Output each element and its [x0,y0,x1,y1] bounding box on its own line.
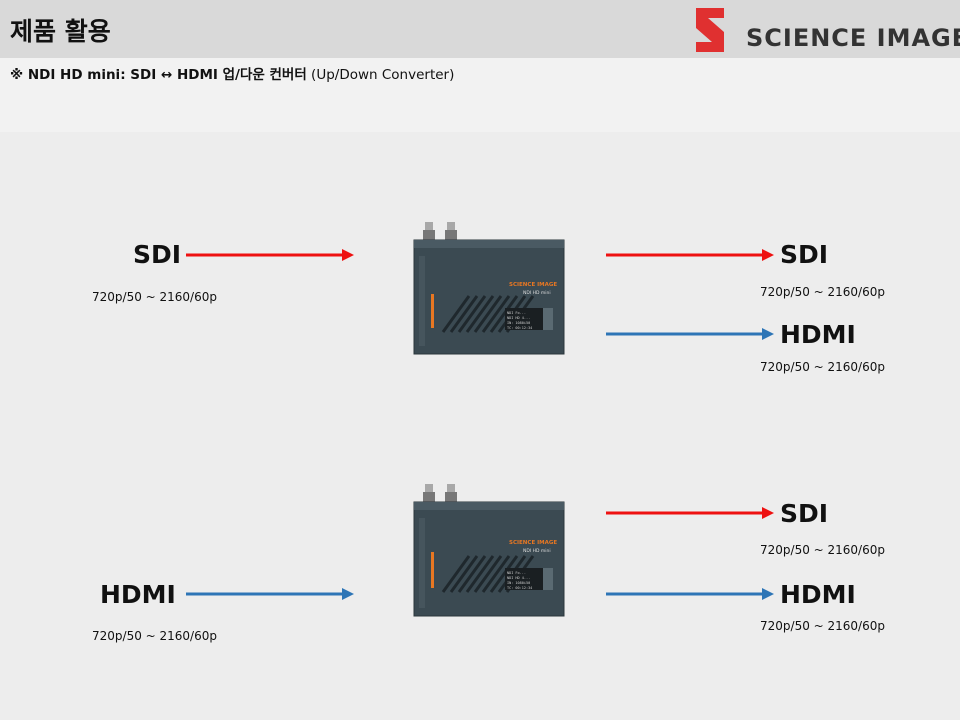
d1-hdmi-output-arrow [606,328,774,340]
screen2-line-4: TC: 00:12:34 [507,586,532,590]
subtitle-normal: (Up/Down Converter) [306,67,455,83]
d2-output-hdmi-res: 720p/50 ~ 2160/60p [760,619,885,633]
d1-input-arrow [186,249,354,261]
device-brand-2: SCIENCE IMAGE [509,540,557,546]
d1-input-label: SDI [133,240,182,269]
device-model: NDI HD mini [523,290,551,296]
device-model-2: NDI HD mini [523,548,551,554]
device-brand: SCIENCE IMAGE [509,282,557,288]
ndi-hd-mini-device: SCIENCE IMAGE NDI HD mini NDI Fo... NDI … [413,220,565,360]
screen2-line-3: IN: 1080i50 [507,581,530,585]
subtitle: ※ NDI HD mini: SDI ↔ HDMI 업/다운 컨버터 (Up/D… [10,63,454,83]
brand-name: SCIENCE IMAGE [746,24,960,52]
subtitle-band [0,58,960,132]
d1-output-sdi-label: SDI [780,240,829,269]
d1-output-hdmi-label: HDMI [780,320,856,349]
header-bar [0,0,960,58]
subtitle-bold: ※ NDI HD mini: SDI ↔ HDMI 업/다운 컨버터 [10,67,307,83]
screen-line-2: NDI HD 4... [507,316,530,320]
d1-output-sdi-res: 720p/50 ~ 2160/60p [760,285,885,299]
science-image-logo-icon [696,8,724,52]
screen-line-3: IN: 1080i50 [507,321,530,325]
d2-output-sdi-res: 720p/50 ~ 2160/60p [760,543,885,557]
d2-input-label: HDMI [100,580,176,609]
d2-sdi-output-arrow [606,507,774,519]
d2-input-arrow [186,588,354,600]
screen-line-4: TC: 00:12:34 [507,326,532,330]
d1-sdi-output-arrow [606,249,774,261]
screen-line-1: NDI Fo... [507,311,526,315]
d2-hdmi-output-arrow [606,588,774,600]
page-title: 제품 활용 [10,17,111,46]
d2-output-hdmi-label: HDMI [780,580,856,609]
brand-logo: SCIENCE IMAGE [690,6,960,54]
ndi-hd-mini-device-2: SCIENCE IMAGE NDI HD mini NDI Fo... NDI … [413,482,565,622]
screen2-line-1: NDI Fo... [507,571,526,575]
d1-output-hdmi-res: 720p/50 ~ 2160/60p [760,360,885,374]
d1-input-res: 720p/50 ~ 2160/60p [92,290,217,304]
d2-input-res: 720p/50 ~ 2160/60p [92,629,217,643]
d2-output-sdi-label: SDI [780,499,829,528]
screen2-line-2: NDI HD 4... [507,576,530,580]
